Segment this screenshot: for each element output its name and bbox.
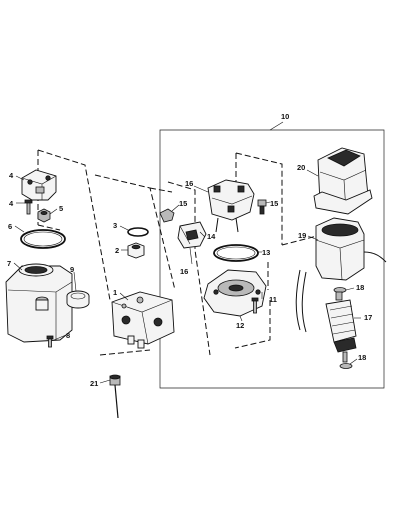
part-18-washer-lower <box>339 363 353 369</box>
callout-18-upper: 18 <box>356 283 364 292</box>
part-4-bolt <box>24 199 33 215</box>
leader-lines <box>13 169 361 384</box>
callout-16-upper: 16 <box>185 179 193 188</box>
callout-20: 20 <box>297 163 305 172</box>
callout-17: 17 <box>364 313 372 322</box>
callout-8: 8 <box>66 331 70 340</box>
part-13-o-ring <box>213 244 259 262</box>
part-20-end-cap <box>313 147 373 215</box>
part-1-pump-body <box>111 291 175 349</box>
callout-18-lower: 18 <box>358 353 366 362</box>
callout-15-right: 15 <box>270 199 278 208</box>
callout-2: 2 <box>115 246 119 255</box>
callout-1: 1 <box>113 288 117 297</box>
part-11-end-housing <box>203 269 267 317</box>
callout-21: 21 <box>90 379 98 388</box>
part-7-reservoir <box>5 263 73 343</box>
callout-13: 13 <box>262 248 270 257</box>
dashed-outline-right-upper <box>235 152 283 245</box>
callout-14: 14 <box>207 232 216 241</box>
callout-6: 6 <box>8 222 12 231</box>
part-12-screw <box>251 297 259 314</box>
callout-7: 7 <box>7 259 11 268</box>
part-2-coupling <box>127 242 145 259</box>
callout-5: 5 <box>59 204 63 213</box>
part-9-fill-cap <box>66 290 90 309</box>
callout-4-upper: 4 <box>9 171 14 180</box>
part-14-brush-holder <box>177 221 207 249</box>
callout-10: 10 <box>281 112 289 121</box>
callout-3: 3 <box>113 221 117 230</box>
dashed-outline-right-lower <box>167 181 271 356</box>
callout-15-left: 15 <box>179 199 187 208</box>
callout-4-lower: 4 <box>9 199 14 208</box>
callout-16-lower: 16 <box>180 267 188 276</box>
part-6-o-ring <box>20 229 66 249</box>
part-15-terminal <box>257 199 267 215</box>
part-8-screw <box>46 335 54 348</box>
part-19-stator <box>295 217 387 333</box>
assembly-frame-10 <box>159 129 385 389</box>
part-16-brush-plate <box>207 179 255 233</box>
leader-10 <box>269 121 284 131</box>
dashed-outline-center <box>94 174 176 356</box>
part-5-nut <box>37 208 51 223</box>
callout-19: 19 <box>298 231 306 240</box>
callout-11: 11 <box>269 295 277 304</box>
part-21-dipstick <box>109 374 121 419</box>
callout-9: 9 <box>70 265 74 274</box>
part-15-clip-left <box>159 208 175 223</box>
part-3-o-ring <box>127 227 149 237</box>
part-4-valve-block <box>21 169 57 201</box>
part-17-armature <box>325 291 357 363</box>
callout-12: 12 <box>236 321 244 330</box>
